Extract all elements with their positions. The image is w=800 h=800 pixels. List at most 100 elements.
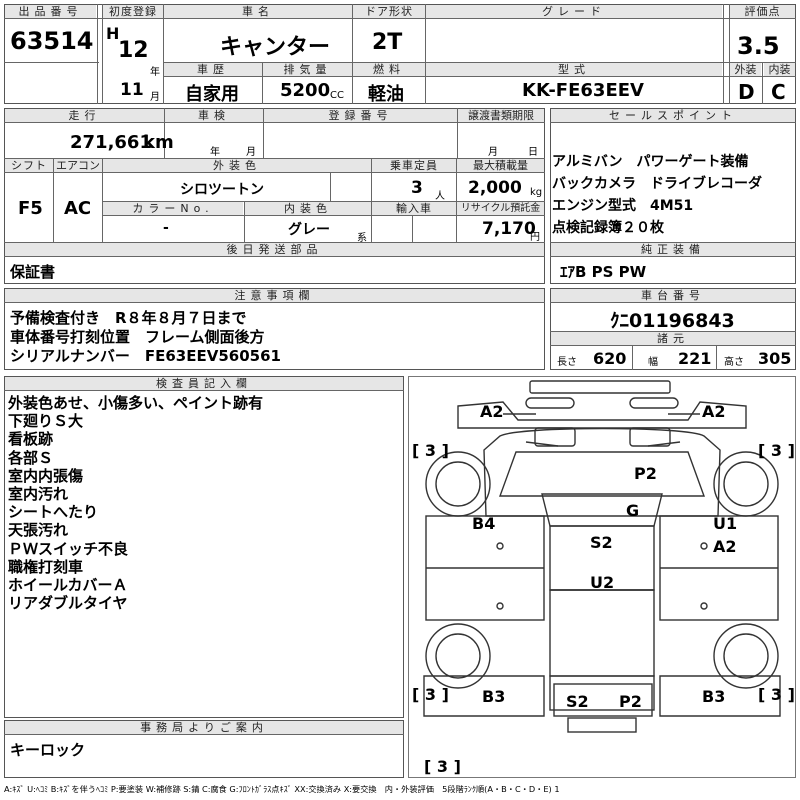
bracket-rear-right: [ 3 ] <box>758 685 795 704</box>
bracket-front-left: [ 3 ] <box>412 441 449 460</box>
equipment: ｴｱB PS PW <box>560 263 647 281</box>
sales-point: エンジン型式 4M51 <box>552 198 694 214</box>
mileage-header: 走行 <box>5 109 164 122</box>
caution-list: 予備検査付き R８年８月７日まで 車体番号打刻位置 フレーム側面後方 シリアルナ… <box>10 307 281 365</box>
damage-windshield: G <box>626 501 640 520</box>
damage-diagram <box>408 376 796 778</box>
first-reg-header: 初度登録 <box>103 5 163 18</box>
truck-outline-diagram <box>423 380 781 733</box>
interior-score: C <box>771 80 786 104</box>
kg-unit: kg <box>530 187 543 198</box>
bracket-bottom: [ 3 ] <box>424 757 461 776</box>
capacity-header: 乗車定員 <box>372 159 456 172</box>
deadline-day-unit: 日 <box>528 147 538 158</box>
reg-no-header: 登録番号 <box>264 109 457 122</box>
caution-item: 予備検査付き R８年８月７日まで <box>10 309 247 327</box>
inspector-note: リアダブルタイヤ <box>8 594 128 613</box>
inspector-note: シートへたり <box>8 503 99 522</box>
caution-item: 車体番号打刻位置 フレーム側面後方 <box>10 328 265 346</box>
length-label: 長さ <box>557 357 577 368</box>
deadline-header: 譲渡書類期限 <box>458 109 544 122</box>
damage-front-right: A2 <box>702 402 726 421</box>
inspector-note: 各部Ｓ <box>8 448 54 467</box>
width: 221 <box>678 349 712 368</box>
import-header: 輸入車 <box>372 202 456 215</box>
fuel-header: 燃料 <box>353 63 425 76</box>
fuel: 軽油 <box>368 84 404 105</box>
model-code-header: 型式 <box>426 63 722 76</box>
damage-hood: P2 <box>634 464 657 483</box>
bracket-front-right: [ 3 ] <box>758 441 795 460</box>
max-load: 2,000 <box>468 178 522 198</box>
inspector-header: 検査員記入欄 <box>5 377 403 390</box>
damage-right-front-door-2: A2 <box>713 537 737 556</box>
chassis-header: 車台番号 <box>551 289 795 302</box>
damage-roof-1: S2 <box>590 533 613 552</box>
model-code: KK-FE63EEV <box>522 80 644 101</box>
equipment-header: 純正装備 <box>551 243 795 256</box>
interior-header: 内装 <box>764 63 795 76</box>
inspector-note: ホイールカバーＡ <box>8 576 128 595</box>
reg-month: 11 <box>120 80 144 100</box>
history: 自家用 <box>185 84 239 105</box>
door-type: 2T <box>372 30 403 55</box>
bracket-rear-left: [ 3 ] <box>412 685 449 704</box>
insp-month-unit: 月 <box>246 147 256 158</box>
inspector-note: 室内汚れ <box>8 485 69 504</box>
later-parts-header: 後日発送部品 <box>5 243 544 256</box>
deadline-month-unit: 月 <box>488 147 498 158</box>
inspection-header: 車検 <box>165 109 263 122</box>
insp-year-unit: 年 <box>210 147 220 158</box>
person-unit: 人 <box>435 191 445 202</box>
shift-header: シフト <box>5 159 53 172</box>
mileage: 271,661 <box>70 132 152 153</box>
chassis-box <box>550 288 796 370</box>
caution-box <box>4 288 545 370</box>
color-no-header: カラーNo. <box>103 202 243 215</box>
inspector-note: 看板跡 <box>8 430 54 449</box>
reg-year: 12 <box>118 38 149 63</box>
damage-rear-left: B3 <box>482 687 506 706</box>
damage-front-left: A2 <box>480 402 504 421</box>
chassis-number: ｸﾆ01196843 <box>610 310 735 332</box>
aircon-header: エアコン <box>54 159 102 172</box>
score-header: 評価点 <box>730 5 795 18</box>
length: 620 <box>593 349 627 368</box>
recycle-header: リサイクル預託金 <box>457 202 544 215</box>
office-header: 事務局よりご案内 <box>5 721 403 734</box>
car-name: キャンター <box>220 35 331 60</box>
max-load-header: 最大積載量 <box>457 159 544 172</box>
office-note: キーロック <box>10 741 86 759</box>
inspector-note: ＰＷスイッチ不良 <box>8 539 129 558</box>
header-table <box>4 4 796 104</box>
legend: A:ｷｽﾞ U:ﾍｺﾐ B:ｷｽﾞを伴うﾍｺﾐ P:要塗装 W:補修跡 S:錆 … <box>4 784 560 794</box>
sales-point: 点検記録簿２０枚 <box>552 220 664 236</box>
inspector-note: 天張汚れ <box>8 521 69 540</box>
lot-no-header: 出品番号 <box>5 5 96 18</box>
caution-item: シリアルナンバー FE63EEV560561 <box>10 347 281 365</box>
displacement: 5200 <box>280 80 331 101</box>
year-unit: 年 <box>150 67 160 78</box>
era: H <box>106 24 120 43</box>
damage-rear-center-1: S2 <box>566 692 589 711</box>
spec-table <box>4 108 545 284</box>
recycle-fee: 7,170 <box>482 219 536 239</box>
door-header: ドア形状 <box>353 5 425 18</box>
month-unit: 月 <box>150 92 160 103</box>
damage-roof-2: U2 <box>590 573 615 592</box>
later-parts: 保証書 <box>10 263 56 281</box>
damage-left-front-door: B4 <box>472 514 496 533</box>
lot-number: 63514 <box>10 27 94 55</box>
inspector-box <box>4 376 404 718</box>
int-color: グレー <box>288 222 330 238</box>
sales-point: アルミバン パワーゲート装備 <box>552 154 749 170</box>
inspector-note: 職権打刻車 <box>8 557 84 576</box>
sales-points-box <box>550 108 796 284</box>
color-no: - <box>163 220 169 236</box>
km-unit: km <box>143 132 174 153</box>
height-label: 高さ <box>724 357 744 368</box>
yen-unit: 円 <box>530 232 540 243</box>
inspector-note: 下廻りＳ大 <box>8 412 84 431</box>
damage-right-front-door-1: U1 <box>713 514 738 533</box>
aircon: AC <box>64 198 92 219</box>
